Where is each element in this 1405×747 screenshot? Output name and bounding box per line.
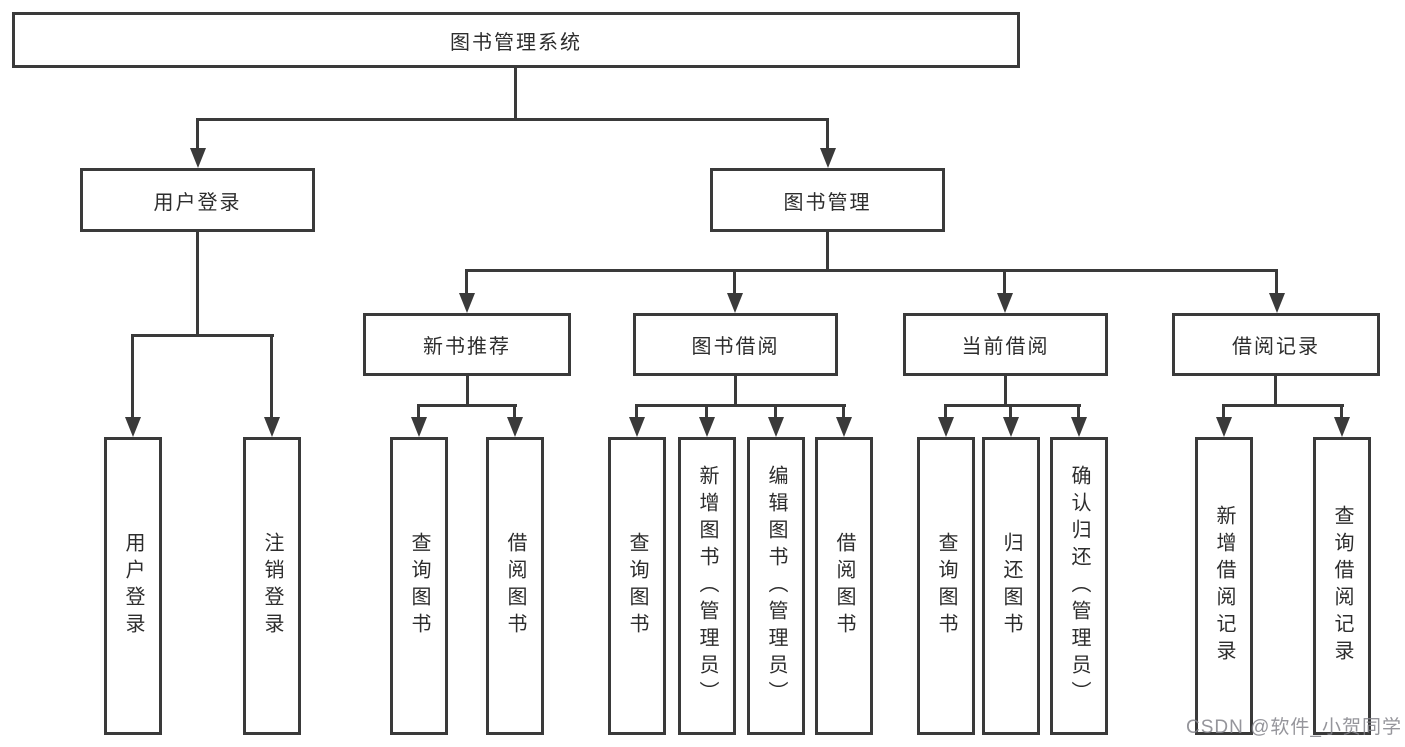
connector-root-stem bbox=[514, 68, 517, 121]
connector-user-login-stem bbox=[196, 232, 199, 337]
arrowhead-leaf-return-book bbox=[1003, 417, 1019, 437]
connector-drop-leaf-logout bbox=[270, 334, 273, 421]
connector-drop-leaf bbox=[635, 404, 638, 419]
connector-drop-leaf bbox=[842, 404, 845, 419]
leaf-edit-book-admin: 编辑图书（管理员） bbox=[747, 437, 805, 735]
connector-drop-leaf-user-login bbox=[131, 334, 134, 421]
connector-drop-leaf bbox=[1340, 404, 1343, 419]
leaf-query-books-borrow: 查询图书 bbox=[608, 437, 666, 735]
arrowhead-leaf-query-books-newbook bbox=[411, 417, 427, 437]
leaf-confirm-return-admin: 确认归还（管理员） bbox=[1050, 437, 1108, 735]
connector-drop-leaf bbox=[1077, 404, 1080, 419]
connector-current-borrow-bus bbox=[944, 404, 1081, 407]
arrowhead-leaf-query-books-current bbox=[938, 417, 954, 437]
connector-drop-leaf bbox=[417, 404, 420, 419]
connector-drop-book-borrow bbox=[733, 269, 736, 297]
leaf-user-login: 用户登录 bbox=[104, 437, 162, 735]
connector-book-management-stem bbox=[826, 232, 829, 272]
connector-drop-book-management bbox=[826, 118, 829, 152]
leaf-query-borrow-record: 查询借阅记录 bbox=[1313, 437, 1371, 735]
leaf-logout: 注销登录 bbox=[243, 437, 301, 735]
connector-drop-leaf bbox=[513, 404, 516, 419]
connector-drop-leaf bbox=[705, 404, 708, 419]
leaf-add-borrow-record: 新增借阅记录 bbox=[1195, 437, 1253, 735]
arrowhead-leaf-edit-book-admin bbox=[768, 417, 784, 437]
connector-drop-current-borrow bbox=[1003, 269, 1006, 297]
connector-new-book-bus bbox=[417, 404, 517, 407]
connector-drop-user-login bbox=[196, 118, 199, 152]
connector-drop-new-book bbox=[465, 269, 468, 297]
connector-new-book-stem bbox=[466, 376, 469, 407]
arrowhead-leaf-add-borrow-record bbox=[1216, 417, 1232, 437]
node-book-borrow: 图书借阅 bbox=[633, 313, 838, 376]
node-user-login: 用户登录 bbox=[80, 168, 315, 232]
arrowhead-borrow-records bbox=[1269, 293, 1285, 313]
arrowhead-new-book bbox=[459, 293, 475, 313]
leaf-add-book-admin: 新增图书（管理员） bbox=[678, 437, 736, 735]
connector-root-bus bbox=[196, 118, 829, 121]
leaf-return-book: 归还图书 bbox=[982, 437, 1040, 735]
arrowhead-book-borrow bbox=[727, 293, 743, 313]
node-root: 图书管理系统 bbox=[12, 12, 1020, 68]
node-current-borrow: 当前借阅 bbox=[903, 313, 1108, 376]
arrowhead-leaf-borrow-books-newbook bbox=[507, 417, 523, 437]
arrowhead-leaf-user-login bbox=[125, 417, 141, 437]
node-book-management: 图书管理 bbox=[710, 168, 945, 232]
arrowhead-leaf-borrow-books-borrow bbox=[836, 417, 852, 437]
leaf-query-books-current: 查询图书 bbox=[917, 437, 975, 735]
connector-drop-borrow-records bbox=[1275, 269, 1278, 297]
connector-borrow-records-stem bbox=[1274, 376, 1277, 407]
connector-book-borrow-stem bbox=[734, 376, 737, 407]
arrowhead-leaf-confirm-return-admin bbox=[1071, 417, 1087, 437]
connector-user-login-bus bbox=[131, 334, 274, 337]
arrowhead-leaf-add-book-admin bbox=[699, 417, 715, 437]
csdn-watermark: CSDN @软件_小贺同学 bbox=[1186, 717, 1402, 738]
connector-drop-leaf bbox=[1009, 404, 1012, 419]
arrowhead-leaf-query-books-borrow bbox=[629, 417, 645, 437]
connector-book-borrow-bus bbox=[635, 404, 846, 407]
connector-drop-leaf bbox=[774, 404, 777, 419]
connector-current-borrow-stem bbox=[1004, 376, 1007, 407]
connector-book-management-bus bbox=[465, 269, 1278, 272]
connector-drop-leaf bbox=[1222, 404, 1225, 419]
node-borrow-records: 借阅记录 bbox=[1172, 313, 1380, 376]
leaf-query-books-newbook: 查询图书 bbox=[390, 437, 448, 735]
connector-drop-leaf bbox=[944, 404, 947, 419]
arrowhead-current-borrow bbox=[997, 293, 1013, 313]
arrowhead-book-management bbox=[820, 148, 836, 168]
arrowhead-leaf-logout bbox=[264, 417, 280, 437]
connector-borrow-records-bus bbox=[1222, 404, 1344, 407]
leaf-borrow-books-newbook: 借阅图书 bbox=[486, 437, 544, 735]
arrowhead-leaf-query-borrow-record bbox=[1334, 417, 1350, 437]
leaf-borrow-books-borrow: 借阅图书 bbox=[815, 437, 873, 735]
arrowhead-user-login bbox=[190, 148, 206, 168]
node-new-book-recommend: 新书推荐 bbox=[363, 313, 571, 376]
